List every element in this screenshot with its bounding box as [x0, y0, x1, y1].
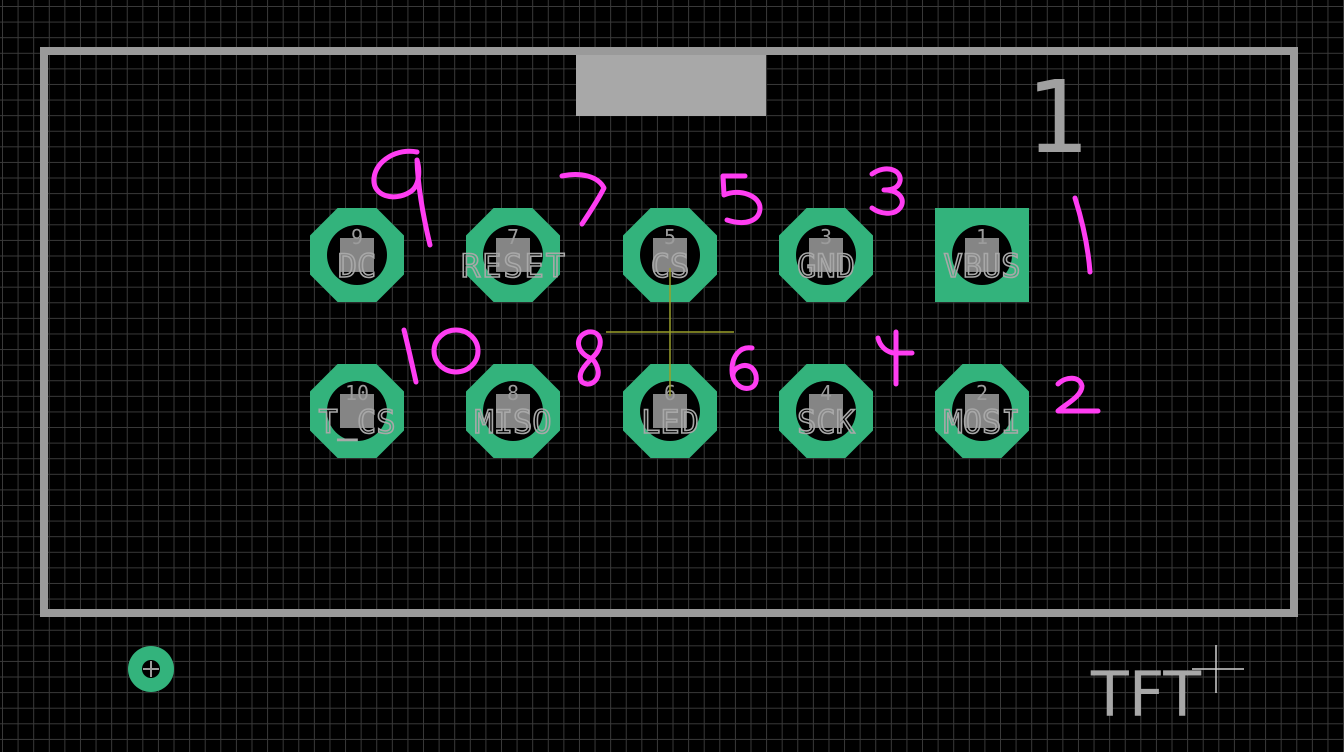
hand-number-6 [729, 345, 759, 391]
pad-net-name: SCK [797, 403, 856, 441]
pad-net-name: LED [641, 403, 699, 441]
hand-number-2 [1055, 375, 1101, 414]
pad-number: 8 [507, 381, 519, 405]
hand-number-1 [1072, 195, 1093, 275]
pad-center-marker [653, 238, 687, 272]
pad-net-name: DC [338, 247, 377, 285]
pad-center-marker [340, 394, 374, 428]
footprint-label: TFT [1090, 658, 1202, 731]
pad-net-name: MOSI [943, 403, 1020, 441]
board-outline [40, 47, 1298, 617]
pad-number: 9 [351, 225, 363, 249]
pad-5[interactable]: 5CS [623, 208, 717, 302]
handwritten-annotations [371, 148, 1101, 414]
pad-net-name: MISO [474, 403, 551, 441]
pad-center-marker [809, 238, 843, 272]
pad-number: 2 [976, 381, 988, 405]
origin-crosshair-icon [606, 268, 734, 396]
pad-center-marker [496, 238, 530, 272]
pad-number: 4 [820, 381, 832, 405]
pad-net-name: RESET [461, 247, 565, 285]
pad-center-marker [965, 238, 999, 272]
hand-number-8 [576, 329, 603, 387]
pad-number: 10 [345, 381, 369, 405]
pad-number: 5 [664, 225, 676, 249]
pad-net-name: VBUS [943, 247, 1020, 285]
pad-10[interactable]: 10T_CS [310, 364, 404, 458]
fiducial-via[interactable] [128, 646, 174, 692]
pad-net-name: T_CS [318, 403, 395, 441]
cursor-crosshair-icon [1192, 645, 1244, 693]
hand-number-10-zero [431, 327, 481, 375]
pad-center-marker [965, 394, 999, 428]
pad-number: 7 [507, 225, 519, 249]
pad-number: 1 [976, 225, 988, 249]
hand-number-5 [720, 173, 763, 225]
pad-9[interactable]: 9DC [310, 208, 404, 302]
silkscreen-number: 1 [1026, 59, 1090, 176]
pad-center-marker [496, 394, 530, 428]
pad-net-name: GND [797, 247, 855, 285]
pad-center-marker [340, 238, 374, 272]
pad-number: 3 [820, 225, 832, 249]
hand-number-9 [371, 148, 433, 248]
hand-number-4 [875, 329, 915, 387]
pad-center-marker [653, 394, 687, 428]
pad-center-marker [809, 394, 843, 428]
hand-number-7 [559, 172, 607, 227]
hand-number-10 [401, 327, 419, 385]
hand-number-3 [869, 166, 905, 216]
connector-notch [576, 55, 766, 116]
